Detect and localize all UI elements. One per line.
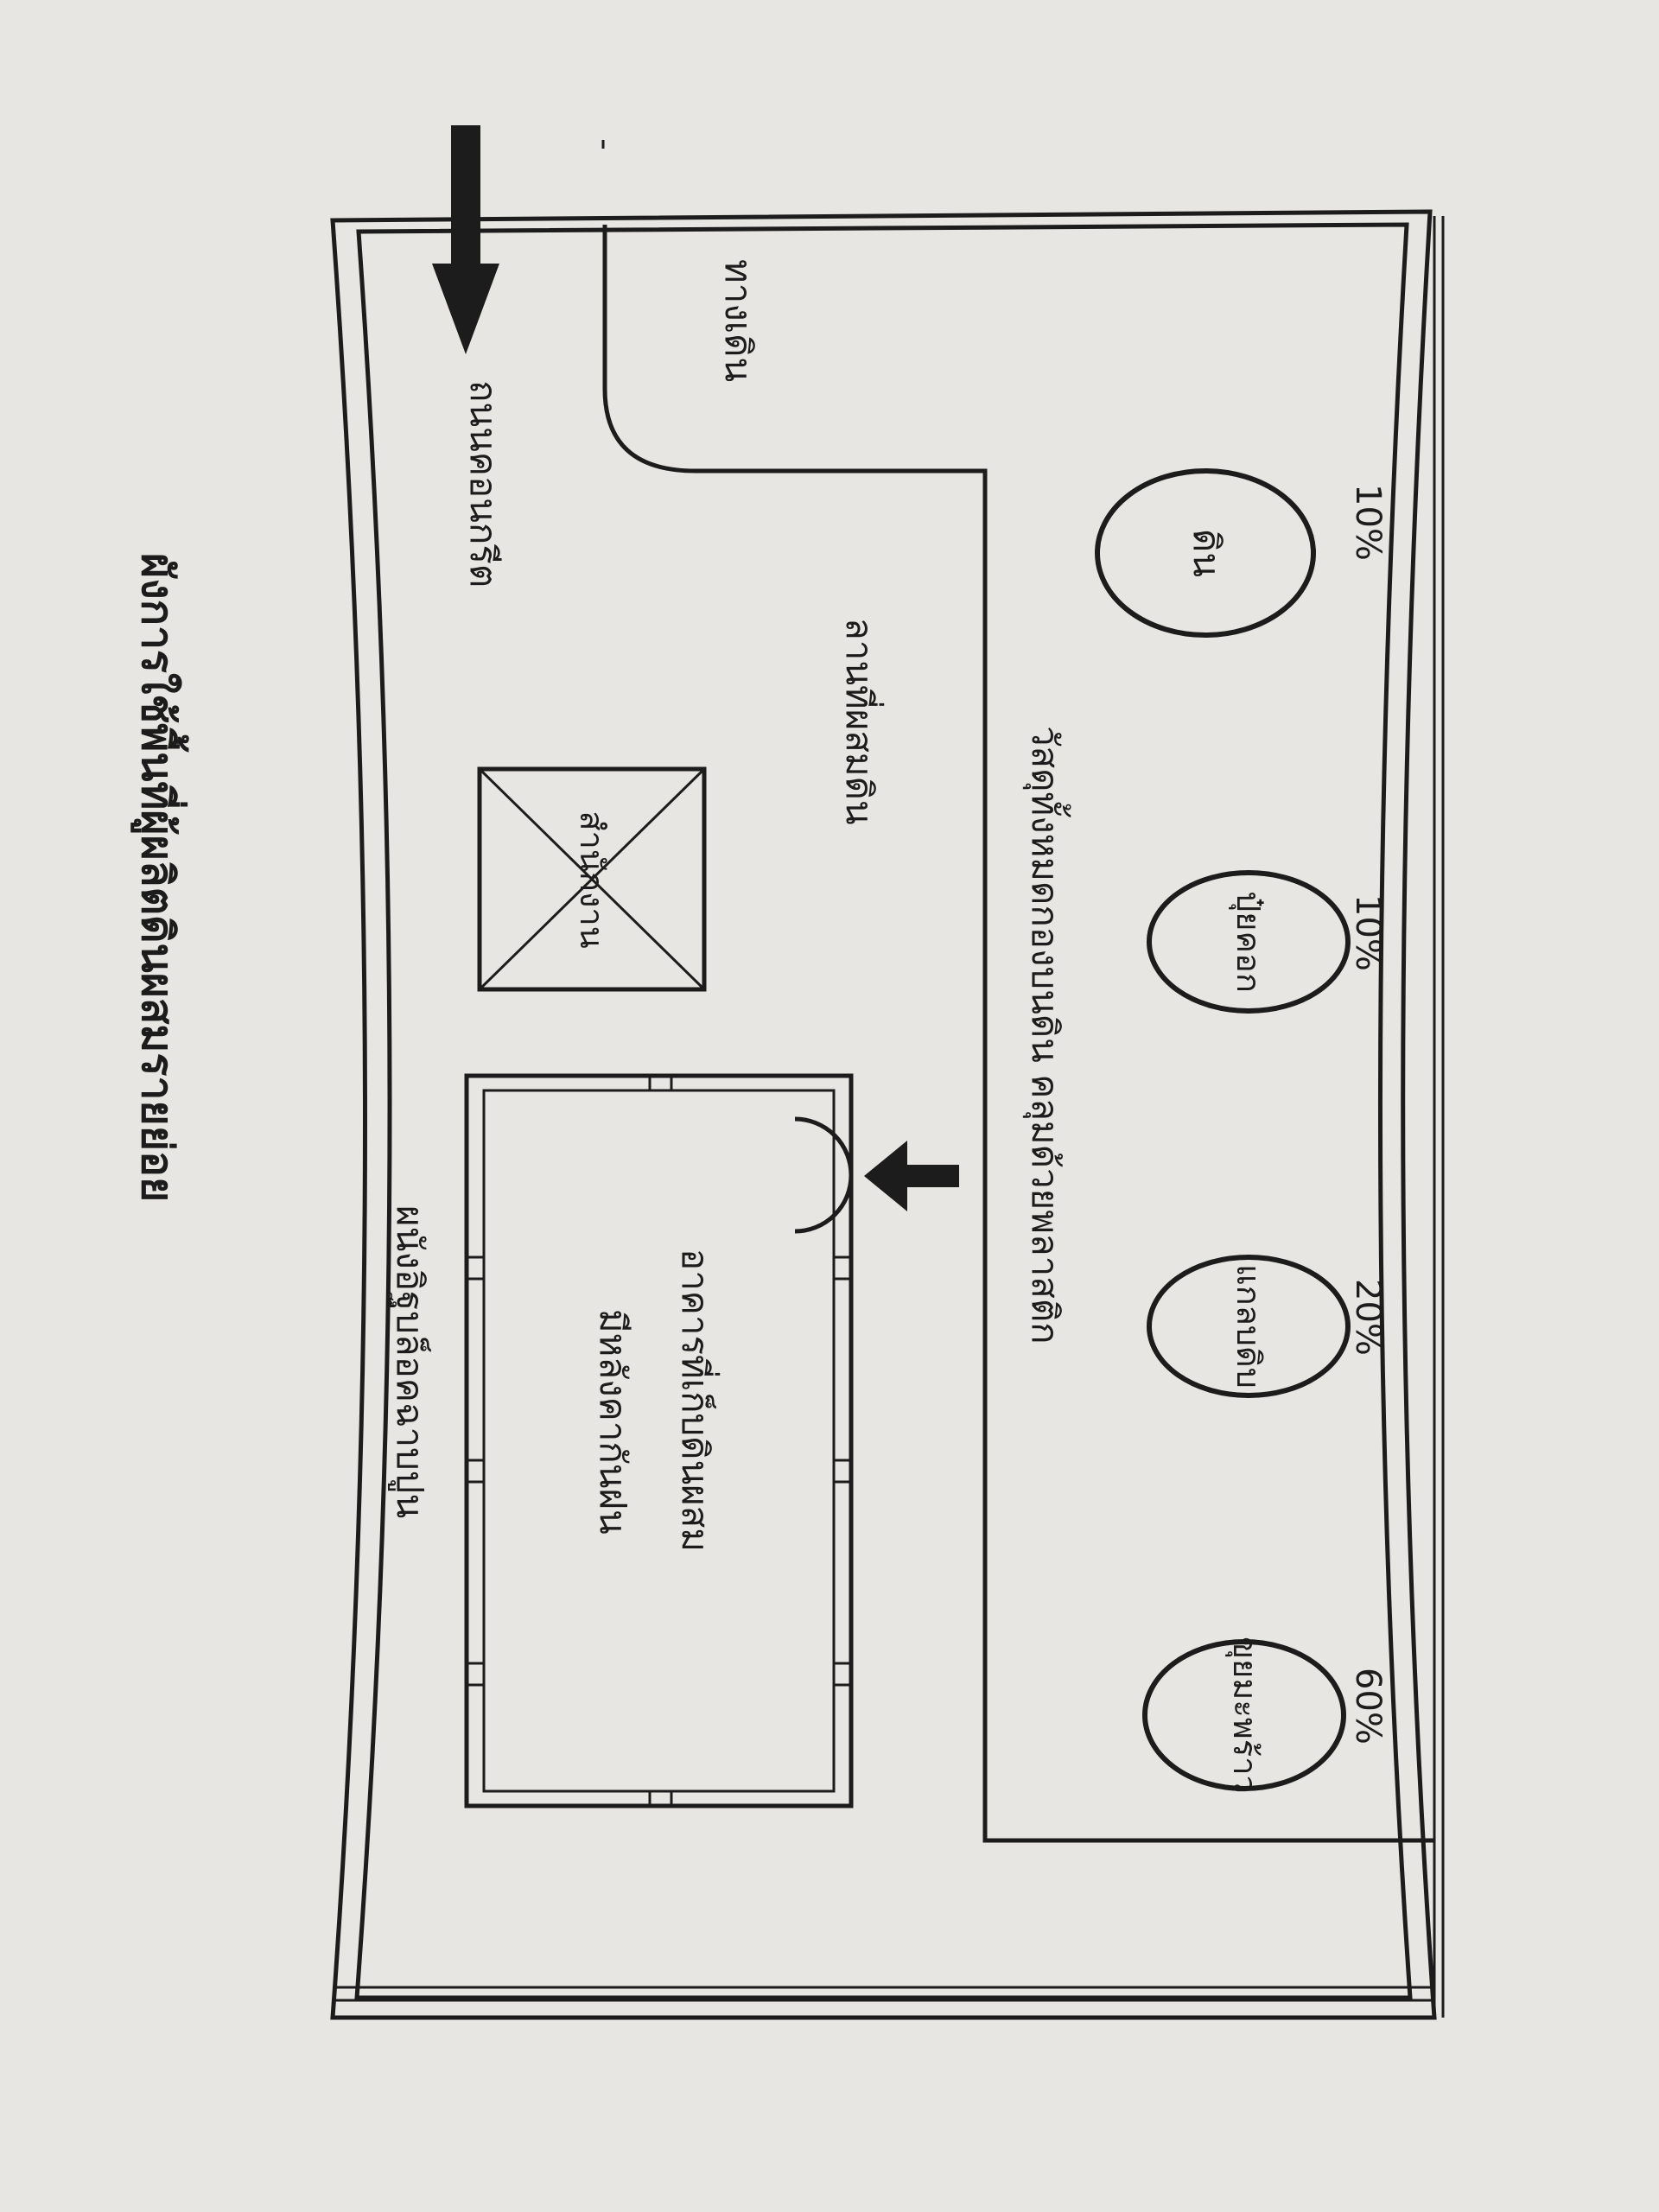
cover-note: วัสดุทั้งหมดกองบนดิน คลุมด้วยพลาสติก (1022, 726, 1071, 1344)
property-wall (330, 209, 1445, 2020)
door-swing-left (794, 1116, 854, 1176)
pile-rice-husk (1147, 1255, 1351, 1398)
road-label: ถนนคอนกรีต (462, 380, 505, 588)
pile-rice-husk-percent: 20% (1348, 1279, 1388, 1356)
pile-soil-label: ดิน (1185, 529, 1228, 577)
pile-soil-ellipse (1095, 468, 1316, 638)
wall-label: ผนังอิฐบล็อคฉาบปูน (388, 1205, 431, 1518)
pile-manure-percent: 10% (1348, 894, 1388, 971)
entrance-arrow-icon (864, 1141, 959, 1211)
mixing-yard-outline (602, 225, 1434, 1843)
office-label: สำนักงาน (573, 810, 611, 948)
road-direction-arrow-icon (432, 125, 499, 354)
pile-rice-husk-label: แกลบดิบ (1230, 1264, 1268, 1389)
pile-manure (1147, 870, 1351, 1014)
door-swing-right (794, 1174, 854, 1234)
storage-building (464, 1073, 854, 1808)
mixing-yard-label: ลานที่ผสมดิน (838, 618, 884, 825)
building-label-line2: มีหลังคากันฝน (592, 1309, 634, 1535)
pile-coconut-coir-label: ขุยมะพร้าว (1225, 1637, 1264, 1794)
walkway-label: ทางเดิน (717, 259, 760, 382)
pile-coconut-coir-ellipse (1142, 1639, 1346, 1791)
pile-manure-ellipse (1147, 870, 1351, 1014)
pile-soil-percent: 10% (1348, 484, 1388, 561)
pile-coconut-coir (1142, 1639, 1346, 1791)
pile-coconut-coir-percent: 60% (1348, 1668, 1388, 1745)
building-label-line1: อาคารที่เก็บดินผสม (674, 1249, 720, 1552)
pile-soil (1095, 468, 1316, 638)
pile-rice-husk-ellipse (1147, 1255, 1351, 1398)
diagram-title: ผังการใช้พื้นที่ผู้ผลิตดินผสมรายย่อย (130, 553, 189, 1202)
office-box (477, 766, 707, 992)
pile-manure-label: ปุ๋ยคอก (1229, 891, 1268, 993)
